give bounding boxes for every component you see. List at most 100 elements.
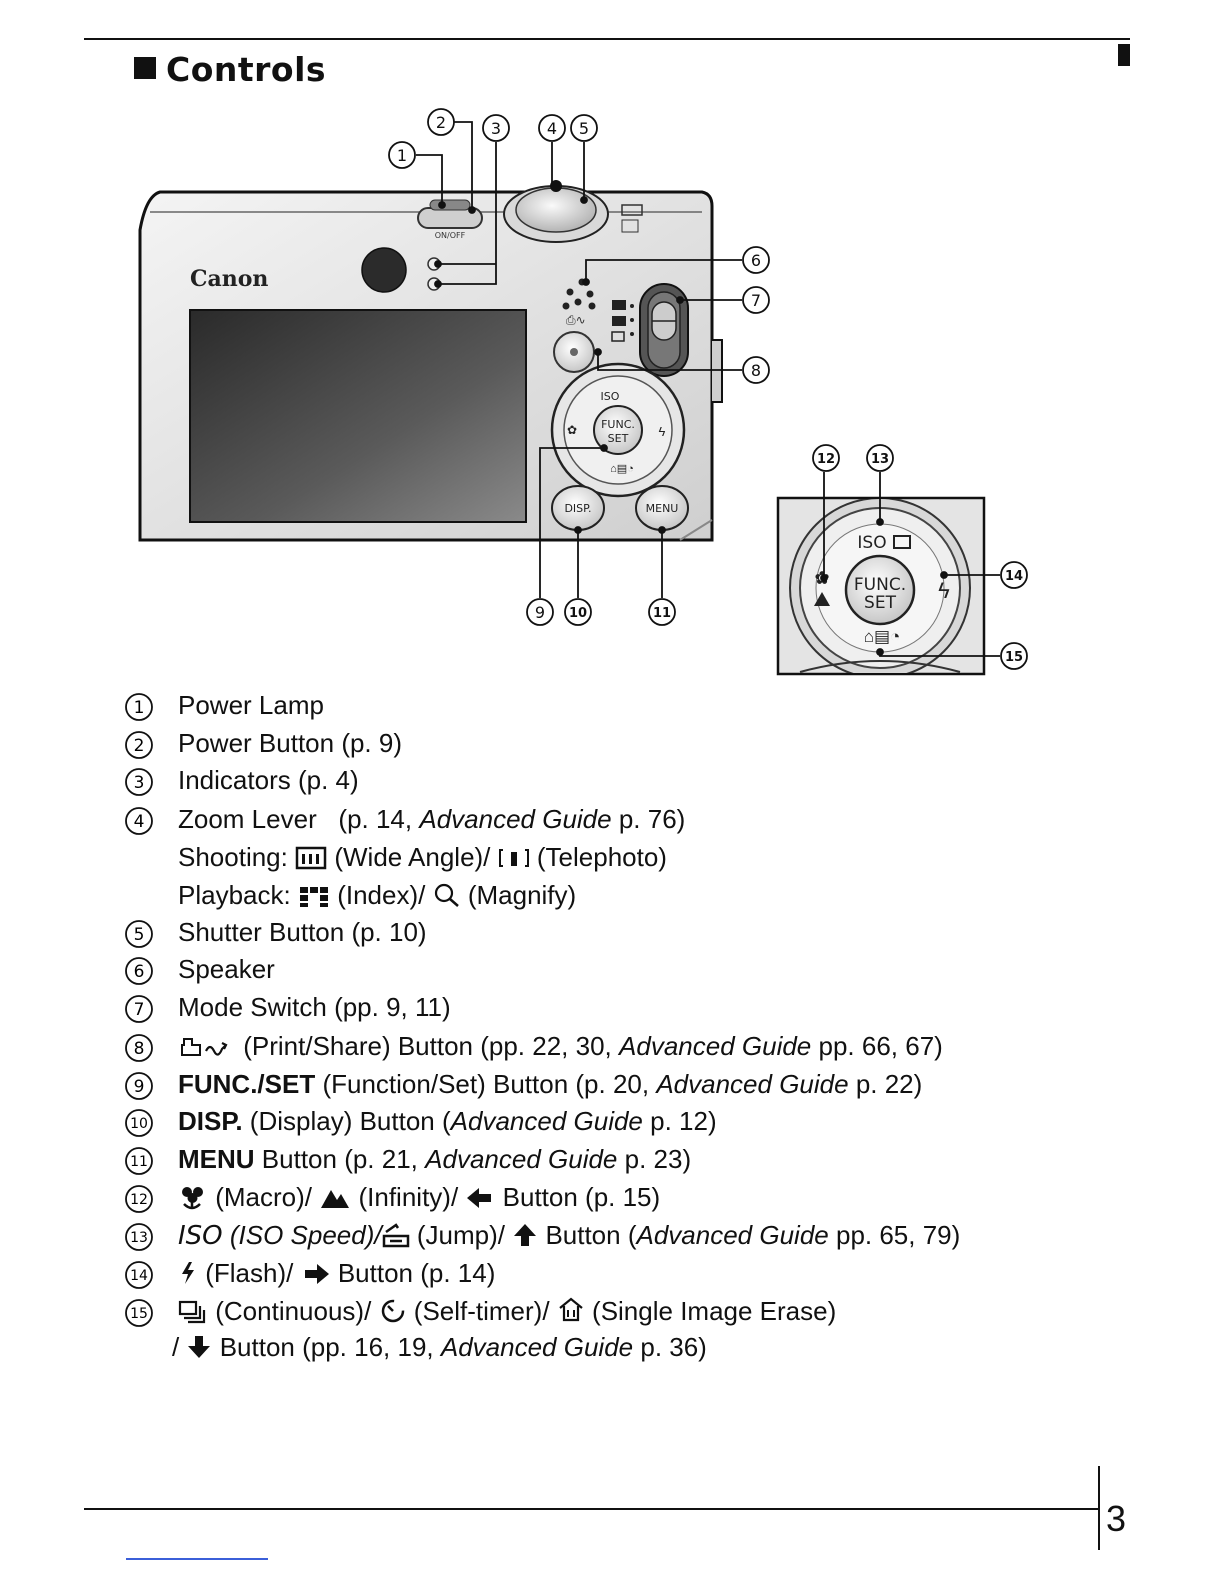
- item15-continuation: / Button (pp. 16, 19, Advanced Guide p. …: [172, 1332, 707, 1362]
- disp-button[interactable]: DISP.: [551, 485, 605, 531]
- item-text: DISP. (Display) Button (Advanced Guide p…: [178, 1106, 717, 1136]
- item-number-11: 11: [125, 1147, 153, 1175]
- menu-label: MENU: [646, 502, 679, 515]
- item-text: Indicators (p. 4): [178, 765, 359, 795]
- strap-line: [679, 519, 713, 541]
- callout-11: 11: [648, 598, 676, 626]
- callout-10: 10: [564, 598, 592, 626]
- print-share-icon-small: ⎙∿: [566, 313, 586, 327]
- svg-text:8: 8: [134, 1039, 145, 1059]
- callout-label: 4: [547, 119, 557, 138]
- lcd-screen: [189, 309, 527, 523]
- inset-func-label-1: FUNC.: [854, 575, 906, 595]
- callout-label: 9: [535, 603, 545, 622]
- svg-text:3: 3: [134, 773, 145, 793]
- shutter-button[interactable]: [503, 185, 609, 243]
- self-timer-icon: [381, 1299, 404, 1323]
- page-title: Controls: [134, 50, 326, 89]
- zoom-lever[interactable]: [550, 180, 562, 192]
- inset-drive-icons: ⌂▤◔: [864, 627, 901, 646]
- callout-label: 11: [653, 606, 671, 621]
- inset-infinity-icon: [814, 592, 830, 606]
- callout-label: 3: [491, 119, 501, 138]
- item-number-15: 15: [125, 1299, 153, 1327]
- title-text: Controls: [166, 50, 327, 89]
- svg-text:12: 12: [130, 1192, 148, 1208]
- callout-label: 5: [579, 119, 589, 138]
- viewfinder: [361, 247, 407, 293]
- func-label-2: SET: [608, 432, 629, 445]
- svg-text:9: 9: [134, 1077, 145, 1097]
- telephoto-icon: [498, 849, 529, 867]
- callout-2: 2: [427, 108, 455, 136]
- inset-leader-lines: [820, 472, 1000, 657]
- inset-iso-label: ISO: [857, 533, 886, 553]
- magnify-icon: [434, 883, 459, 907]
- index-icon: [299, 887, 328, 907]
- func-label-1: FUNC.: [601, 418, 635, 431]
- item-number-10: 10: [125, 1109, 153, 1137]
- bottom-rule: [84, 1508, 1100, 1510]
- svg-text:14: 14: [130, 1268, 148, 1284]
- down-arrow-icon: [188, 1336, 211, 1358]
- item-text: (Print/Share) Button (pp. 22, 30, Advanc…: [178, 1031, 943, 1062]
- leader-lines: [416, 121, 742, 598]
- mode-dial-icons: [621, 204, 643, 233]
- item-text: (Flash)/ Button (p. 14): [178, 1258, 495, 1289]
- svg-text:11: 11: [130, 1154, 148, 1170]
- zoom-playback-line: Playback: (Index)/ (Magnify): [178, 880, 577, 910]
- item-text: MENU Button (p. 21, Advanced Guide p. 23…: [178, 1144, 692, 1174]
- print-share-button[interactable]: [553, 331, 595, 373]
- callout-9: 9: [526, 598, 554, 626]
- item-number-1: 1: [125, 693, 153, 721]
- brand-logo: Canon: [190, 266, 268, 292]
- callout-label: 2: [436, 113, 446, 132]
- macro-icon-small: ✿: [567, 423, 577, 437]
- left-arrow-icon: [467, 1188, 492, 1208]
- callout-label: 7: [751, 291, 761, 310]
- callout-6: 6: [742, 246, 770, 274]
- disp-label: DISP.: [564, 502, 591, 515]
- svg-text:15: 15: [130, 1306, 148, 1322]
- item-number-8: 8: [125, 1034, 153, 1062]
- up-arrow-icon: [514, 1224, 537, 1246]
- callout-15: 15: [1000, 642, 1028, 670]
- callout-13: 13: [866, 444, 894, 472]
- callout-label: 1: [397, 146, 407, 165]
- item-text: Speaker: [178, 954, 275, 984]
- item-number-3: 3: [125, 768, 153, 796]
- item-number-4: 4: [125, 807, 153, 835]
- callout-label: 13: [871, 452, 889, 467]
- svg-text:7: 7: [134, 1000, 145, 1020]
- infinity-mountain-icon: [321, 1190, 350, 1208]
- inset-func-label-2: SET: [864, 593, 897, 613]
- print-share-icon: [181, 1038, 228, 1056]
- power-label: ON/OFF: [435, 231, 466, 240]
- item-number-6: 6: [125, 957, 153, 985]
- wide-angle-icon: [295, 846, 327, 870]
- svg-text:10: 10: [130, 1116, 148, 1132]
- item-text: Zoom Lever (p. 14, Advanced Guide p. 76): [178, 804, 686, 834]
- iso-label-small: ISO: [601, 390, 620, 403]
- zoom-shooting-line: Shooting: (Wide Angle)/ (Telephoto): [178, 842, 667, 872]
- callout-label: 8: [751, 361, 761, 380]
- callout-14: 14: [1000, 561, 1028, 589]
- callout-5: 5: [570, 114, 598, 142]
- item-text: Mode Switch (pp. 9, 11): [178, 992, 451, 1022]
- camera-figure: ON/OFF Canon ⎙∿: [138, 108, 1028, 676]
- menu-button[interactable]: MENU: [635, 485, 689, 531]
- svg-text:6: 6: [134, 962, 145, 982]
- svg-text:4: 4: [134, 812, 145, 832]
- item-number-13: 13: [125, 1223, 153, 1251]
- callout-label: 14: [1005, 569, 1023, 584]
- svg-text:5: 5: [134, 925, 145, 945]
- item-number-7: 7: [125, 995, 153, 1023]
- drive-icons-small: ⌂▤◔: [610, 463, 634, 475]
- control-dial-inset: FUNC. SET ISO ϟ ✿ ⌂▤◔: [776, 496, 986, 676]
- title-bullet: [134, 57, 156, 79]
- control-dial[interactable]: FUNC. SET ISO ϟ ✿ ⌂▤◔: [550, 362, 686, 498]
- macro-icon: [182, 1187, 203, 1210]
- mode-icons: [611, 300, 634, 342]
- mode-switch[interactable]: [639, 283, 689, 377]
